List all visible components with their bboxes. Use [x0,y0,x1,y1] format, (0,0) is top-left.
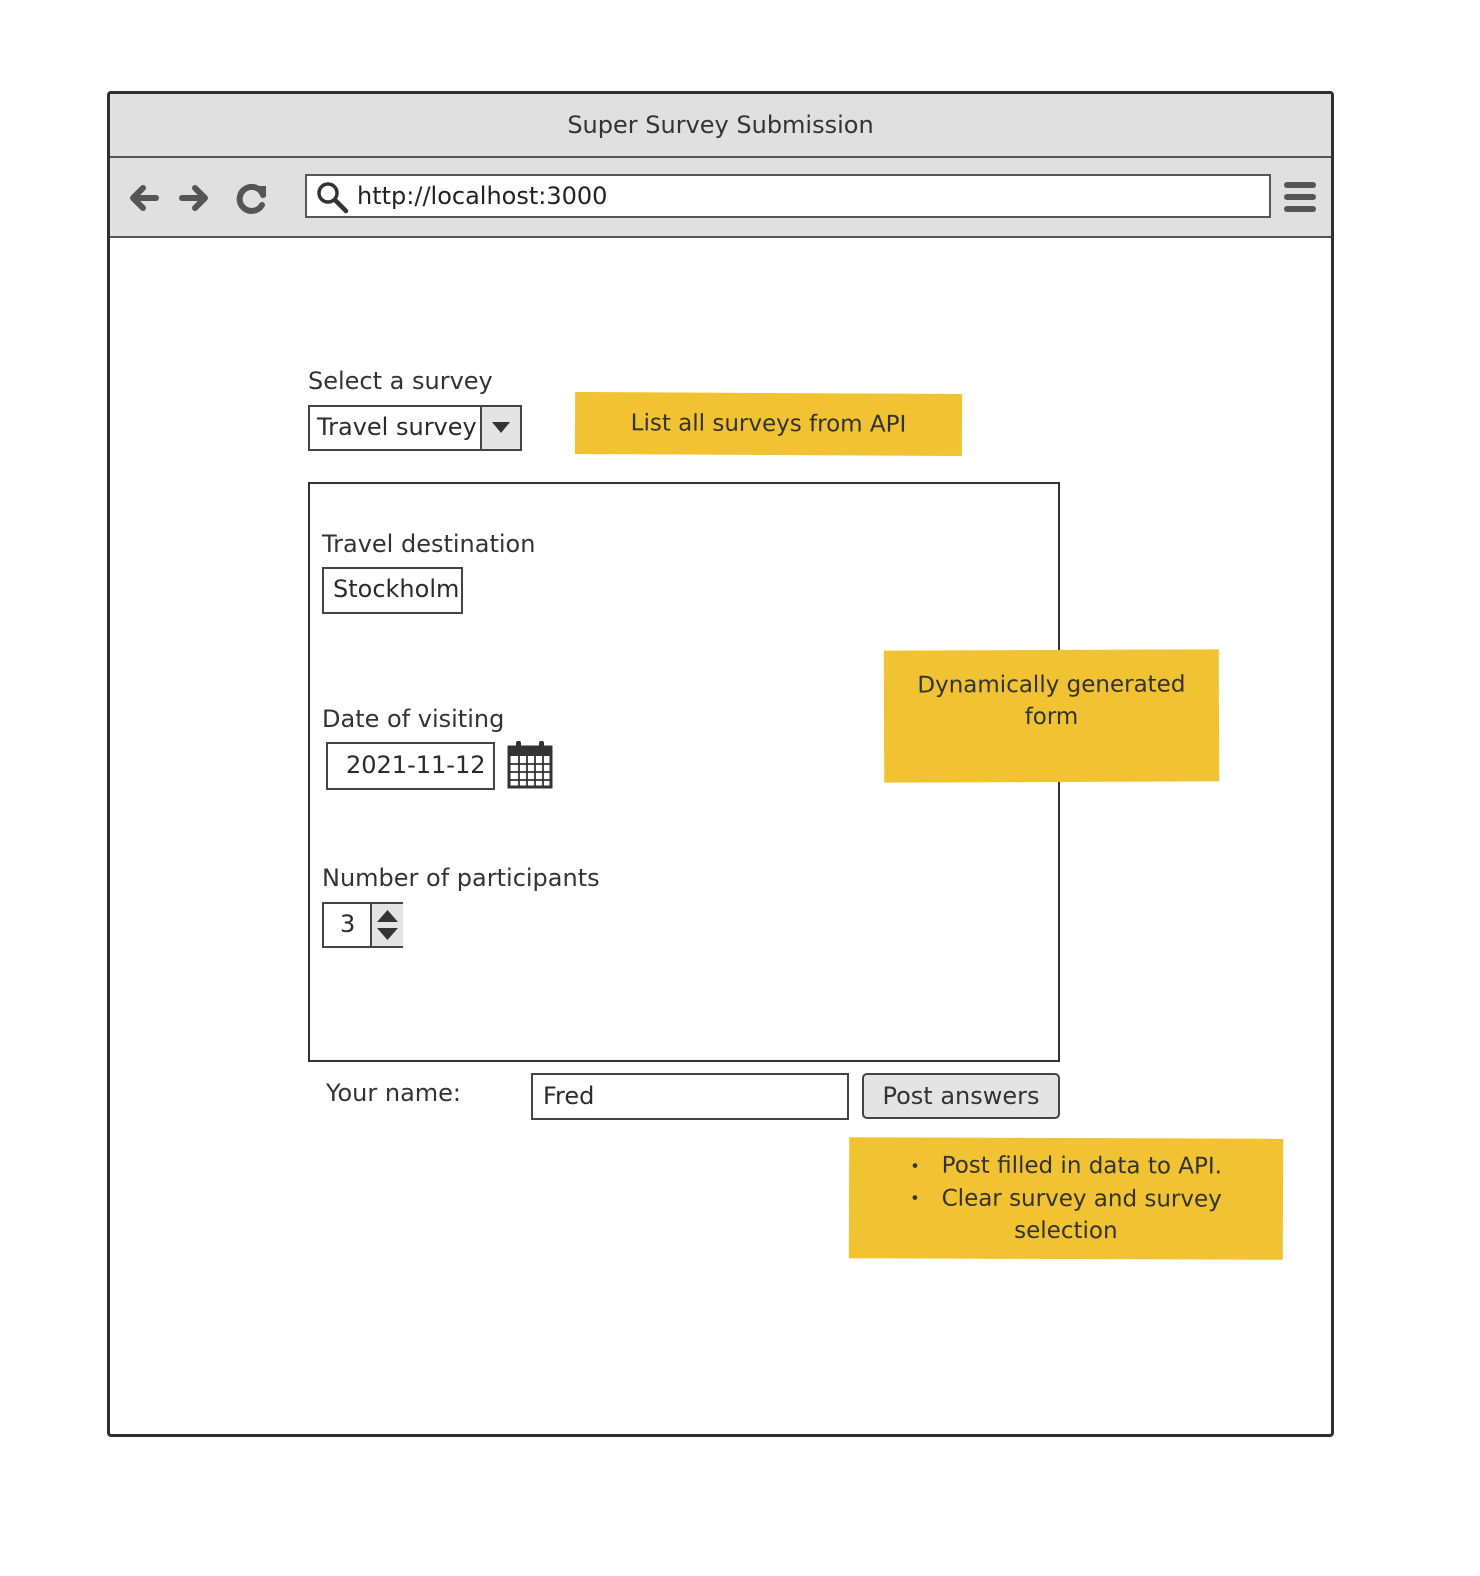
address-bar[interactable]: http://localhost:3000 [305,174,1271,218]
browser-toolbar: http://localhost:3000 [110,158,1331,238]
destination-label: Travel destination [322,530,536,558]
participants-stepper[interactable]: 3 [322,902,403,948]
survey-select-value: Travel survey [317,413,477,441]
participants-value: 3 [340,910,356,938]
url-text: http://localhost:3000 [357,182,608,210]
note-post-item: •Post filled in data to API. [910,1152,1223,1180]
forward-arrow-icon[interactable] [174,178,214,218]
note-post-item: •Clear survey and survey selection [910,1185,1222,1245]
hamburger-menu-icon[interactable] [1283,180,1317,214]
reload-icon[interactable] [232,178,272,218]
window-title: Super Survey Submission [110,94,1331,158]
name-label: Your name: [326,1079,462,1107]
stepper-arrows-icon[interactable] [370,904,403,946]
back-arrow-icon[interactable] [124,178,164,218]
name-input[interactable]: Fred [531,1073,849,1120]
participants-label: Number of participants [322,864,600,892]
survey-select[interactable]: Travel survey [308,405,522,451]
date-input[interactable]: 2021-11-12 [326,742,495,790]
note-list-surveys: List all surveys from API [574,391,963,457]
destination-input[interactable]: Stockholm [322,567,463,614]
note-dynamic-form: Dynamically generated form [883,649,1220,783]
date-label: Date of visiting [322,705,505,733]
survey-select-label: Select a survey [308,367,493,395]
search-icon [315,180,349,214]
note-post-list: •Post filled in data to API. •Clear surv… [849,1149,1283,1248]
chevron-down-icon[interactable] [480,407,520,449]
note-post: •Post filled in data to API. •Clear surv… [848,1137,1284,1260]
calendar-icon[interactable] [507,741,553,789]
post-answers-button[interactable]: Post answers [862,1073,1060,1119]
